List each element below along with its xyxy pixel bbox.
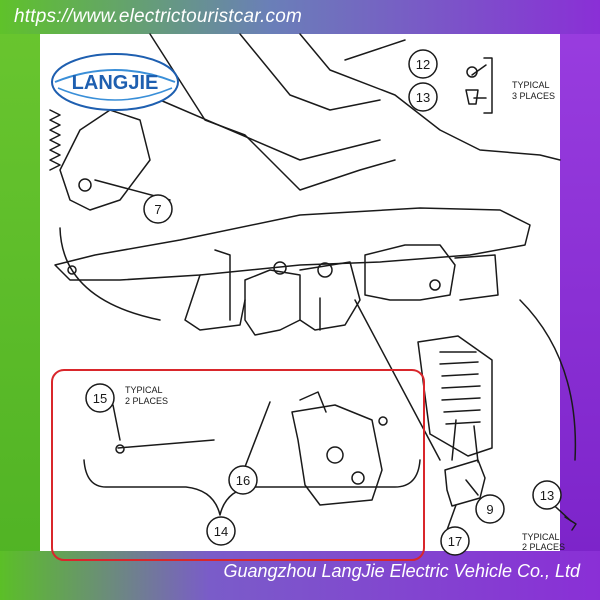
frame-outline-right bbox=[299, 33, 561, 161]
frame-plate bbox=[159, 99, 381, 161]
housing-coil bbox=[439, 351, 481, 425]
arrow-left-curve bbox=[59, 227, 161, 321]
callout-12-circle bbox=[408, 49, 438, 79]
mechanism-pivot bbox=[351, 471, 365, 485]
note-bottom-line2: 2 PLACES bbox=[522, 542, 565, 552]
company-name: Guangzhou LangJie Electric Vehicle Co., … bbox=[223, 561, 580, 581]
pivot-support bbox=[214, 249, 231, 321]
note-top-line2: 3 PLACES bbox=[512, 91, 555, 101]
callout-16: 16 bbox=[236, 473, 250, 488]
pin-clip bbox=[378, 416, 388, 426]
wear-pad bbox=[444, 459, 486, 507]
frame-outline-upper bbox=[149, 33, 396, 191]
frame-edge bbox=[344, 39, 406, 61]
logo-text: LANGJIE bbox=[72, 72, 159, 94]
pivot-bolt bbox=[317, 262, 333, 278]
callout-7-circle bbox=[143, 194, 173, 224]
callout-16-circle bbox=[228, 465, 258, 495]
callout-9-circle bbox=[475, 494, 505, 524]
leader-15 bbox=[112, 404, 121, 441]
callout-9: 9 bbox=[486, 502, 493, 517]
top-frame-band bbox=[0, 0, 600, 34]
left-spring bbox=[49, 109, 61, 171]
washer-12 bbox=[466, 66, 478, 78]
hinge-bracket-center bbox=[299, 261, 361, 331]
note-top-line1: TYPICAL bbox=[512, 80, 550, 90]
mechanism-spring bbox=[299, 391, 327, 413]
end-plate bbox=[454, 254, 499, 301]
leader-9 bbox=[465, 479, 479, 496]
leader-16 bbox=[242, 401, 271, 473]
hinge-bracket-right bbox=[364, 244, 456, 301]
screw-13b bbox=[564, 516, 577, 531]
callout-13: 13 bbox=[416, 90, 430, 105]
bracket-drop bbox=[184, 274, 246, 331]
arrow-right-curve bbox=[519, 299, 577, 461]
callout-13b-circle bbox=[532, 480, 562, 510]
callout-15: 15 bbox=[93, 391, 107, 406]
leader-12 bbox=[471, 64, 487, 76]
callout-15-circle bbox=[85, 383, 115, 413]
callout-13-right: 13 bbox=[540, 488, 554, 503]
pedal-mechanism bbox=[291, 404, 383, 506]
left-bracket bbox=[59, 109, 151, 211]
leader-17 bbox=[446, 504, 457, 531]
pin-clip bbox=[115, 444, 125, 454]
callout-7: 7 bbox=[154, 202, 161, 217]
frame-outline-top bbox=[239, 33, 381, 111]
note-bottom-line1: TYPICAL bbox=[522, 532, 560, 542]
langjie-logo: LANGJIE bbox=[51, 53, 179, 111]
mounting-bracket bbox=[54, 207, 531, 281]
leader-assembly bbox=[354, 299, 441, 461]
right-frame-band bbox=[560, 0, 600, 600]
callout-13-circle bbox=[408, 82, 438, 112]
callout-17: 17 bbox=[448, 534, 462, 549]
brace-14 bbox=[83, 459, 421, 516]
highlight-box bbox=[51, 369, 425, 561]
pivot-bolt bbox=[273, 261, 287, 275]
callout-12: 12 bbox=[416, 57, 430, 72]
bracket-typical bbox=[483, 57, 493, 114]
housing-rods bbox=[451, 419, 479, 463]
spring-housing bbox=[417, 335, 493, 457]
screw-13 bbox=[465, 89, 479, 105]
pivot-bolt bbox=[429, 279, 441, 291]
spring-anchor bbox=[78, 178, 92, 192]
note-box-line1: TYPICAL bbox=[125, 385, 163, 395]
callout-14-circle bbox=[206, 516, 236, 546]
callout-17-circle bbox=[440, 526, 470, 556]
pin-shaft bbox=[117, 439, 215, 449]
callout-14: 14 bbox=[214, 524, 228, 539]
watermark-url: https://www.electrictouristcar.com bbox=[14, 6, 303, 27]
mechanism-pivot bbox=[326, 446, 344, 464]
note-box-line2: 2 PLACES bbox=[125, 396, 168, 406]
left-frame-band bbox=[0, 0, 40, 600]
bracket-hole bbox=[67, 265, 77, 275]
